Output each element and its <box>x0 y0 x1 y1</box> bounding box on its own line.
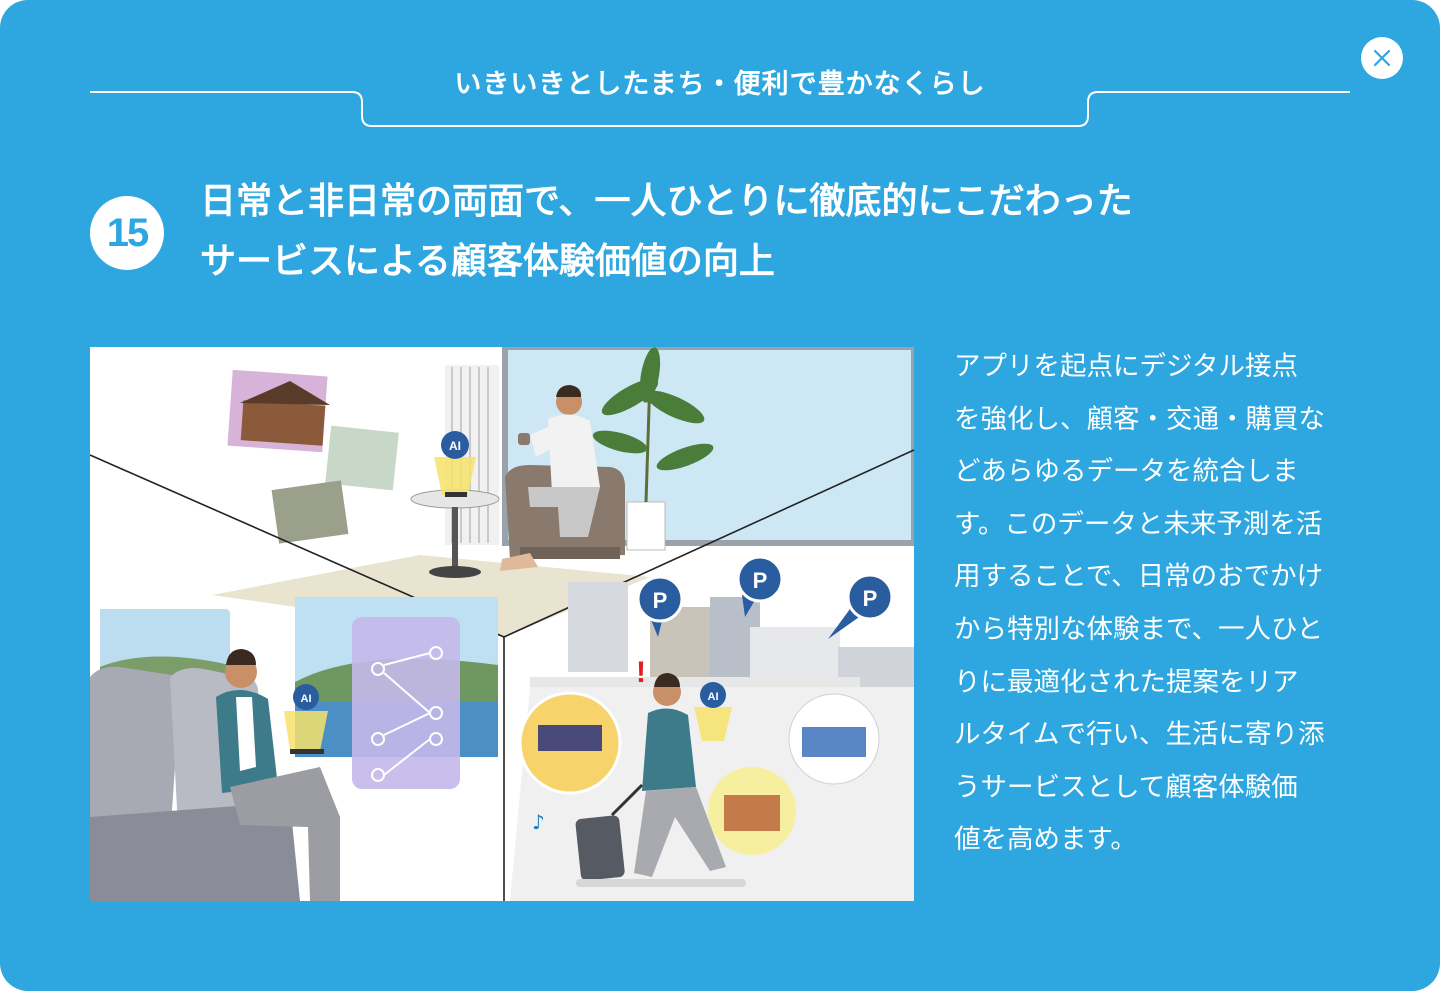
parking-pin: P <box>736 555 784 617</box>
description-line: りに最適化された提案をリア <box>954 666 1299 698</box>
category-header: いきいきとしたまち・便利で豊かなくらし <box>90 56 1350 128</box>
music-note-icon: ♪ <box>532 810 545 834</box>
item-title-line: サービスによる顧客体験価値の向上 <box>200 241 775 282</box>
close-icon <box>1373 49 1391 67</box>
exclamation-mark: ! <box>636 656 646 689</box>
description-line: から特別な体験まで、一人ひと <box>954 613 1324 645</box>
parking-label: P <box>753 568 768 593</box>
description-line: どあらゆるデータを統合しま <box>954 456 1299 488</box>
ai-badge-label: AI <box>449 439 461 453</box>
parking-label: P <box>863 586 878 611</box>
ai-badge-label: AI <box>301 693 312 705</box>
description-line: を強化し、顧客・交通・購買な <box>954 403 1325 435</box>
parking-pin: P <box>828 573 894 639</box>
category-title: いきいきとしたまち・便利で豊かなくらし <box>454 69 986 100</box>
service-illustration: AI <box>90 347 914 901</box>
description-line: アプリを起点にデジタル接点 <box>954 351 1298 382</box>
city-scene: P P P ! <box>510 555 914 901</box>
item-title: 日常と非日常の両面で、一人ひとりに徹底的にこだわった サービスによる顧客体験価値… <box>200 172 1350 292</box>
ai-badge-label: AI <box>708 691 719 703</box>
description-line: 値を高めます。 <box>954 824 1137 856</box>
item-number-badge: 15 <box>90 196 164 270</box>
description-line: うサービスとして顧客体験価 <box>954 771 1298 803</box>
item-title-line: 日常と非日常の両面で、一人ひとりに徹底的にこだわった <box>200 181 1133 222</box>
lounge-scene: AI <box>90 347 914 637</box>
description: アプリを起点にデジタル接点 を強化し、顧客・交通・購買な どあらゆるデータを統合… <box>954 341 1354 867</box>
description-line: ルタイムで行い、生活に寄り添 <box>954 719 1325 751</box>
category-frame <box>90 91 1350 127</box>
close-button[interactable] <box>1361 37 1403 79</box>
description-line: す。このデータと未来予測を活 <box>954 508 1323 540</box>
description-line: 用することで、日常のおでかけ <box>954 561 1324 593</box>
parking-pin: P <box>636 575 684 637</box>
train-scene: AI <box>90 597 498 901</box>
parking-label: P <box>653 588 668 613</box>
